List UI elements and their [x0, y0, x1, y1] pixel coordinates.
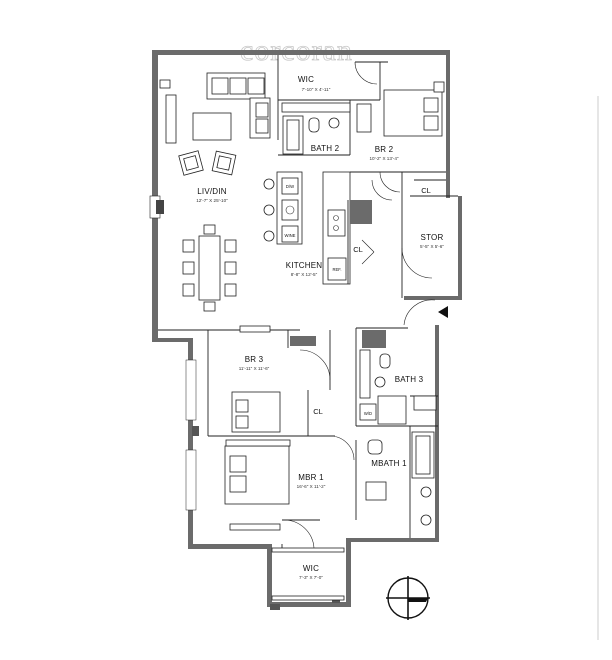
closet-label-br2: CL: [421, 186, 431, 195]
room-name-stor: STOR: [421, 233, 444, 242]
room-name-mbath1: MBATH 1: [371, 459, 407, 468]
entry-arrow-icon: [438, 306, 448, 318]
appliance-wine: WINE: [285, 233, 296, 238]
room-dims-mbr1: 16'-6" X 11'-2": [297, 484, 326, 489]
furniture: [159, 72, 445, 601]
room-name-bath2: BATH 2: [311, 144, 340, 153]
room-name-bath3: BATH 3: [395, 375, 424, 384]
room-name-wic-top: WIC: [298, 75, 314, 84]
room-dims-wic-top: 7'-10" X 4'-11": [302, 87, 331, 92]
closet-label-kitchen: CL: [353, 245, 363, 254]
room-dims-liv-din: 12'-7" X 25'-10": [196, 198, 228, 203]
room-name-br2: BR 2: [375, 145, 394, 154]
room-dims-wic-bottom: 7'-3" X 7'-0": [299, 575, 323, 580]
room-name-wic-bottom: WIC: [303, 564, 319, 573]
closet-label-br3: CL: [313, 407, 323, 416]
doors: [283, 61, 436, 549]
room-name-liv-din: LIV/DIN: [197, 187, 226, 196]
room-dims-br2: 10'-2" X 13'-4": [369, 156, 398, 161]
room-labels: WIC 7'-10" X 4'-11" BR 2 10'-2" X 13'-4"…: [196, 75, 444, 580]
appliance-wd: W/D: [364, 411, 372, 416]
north-compass-icon: [386, 576, 430, 620]
room-dims-kitchen: 8'-8" X 12'-5": [291, 272, 318, 277]
appliance-dw: D/W: [286, 184, 294, 189]
room-name-mbr1: MBR 1: [298, 473, 324, 482]
room-name-kitchen: KITCHEN: [286, 261, 323, 270]
room-dims-stor: 5'-5" X 5'-6": [420, 244, 444, 249]
appliance-ref: REF.: [332, 267, 341, 272]
exterior-walls: [149, 50, 462, 610]
room-dims-br3: 11'-11" X 11'-6": [239, 366, 270, 371]
room-name-br3: BR 3: [245, 355, 264, 364]
